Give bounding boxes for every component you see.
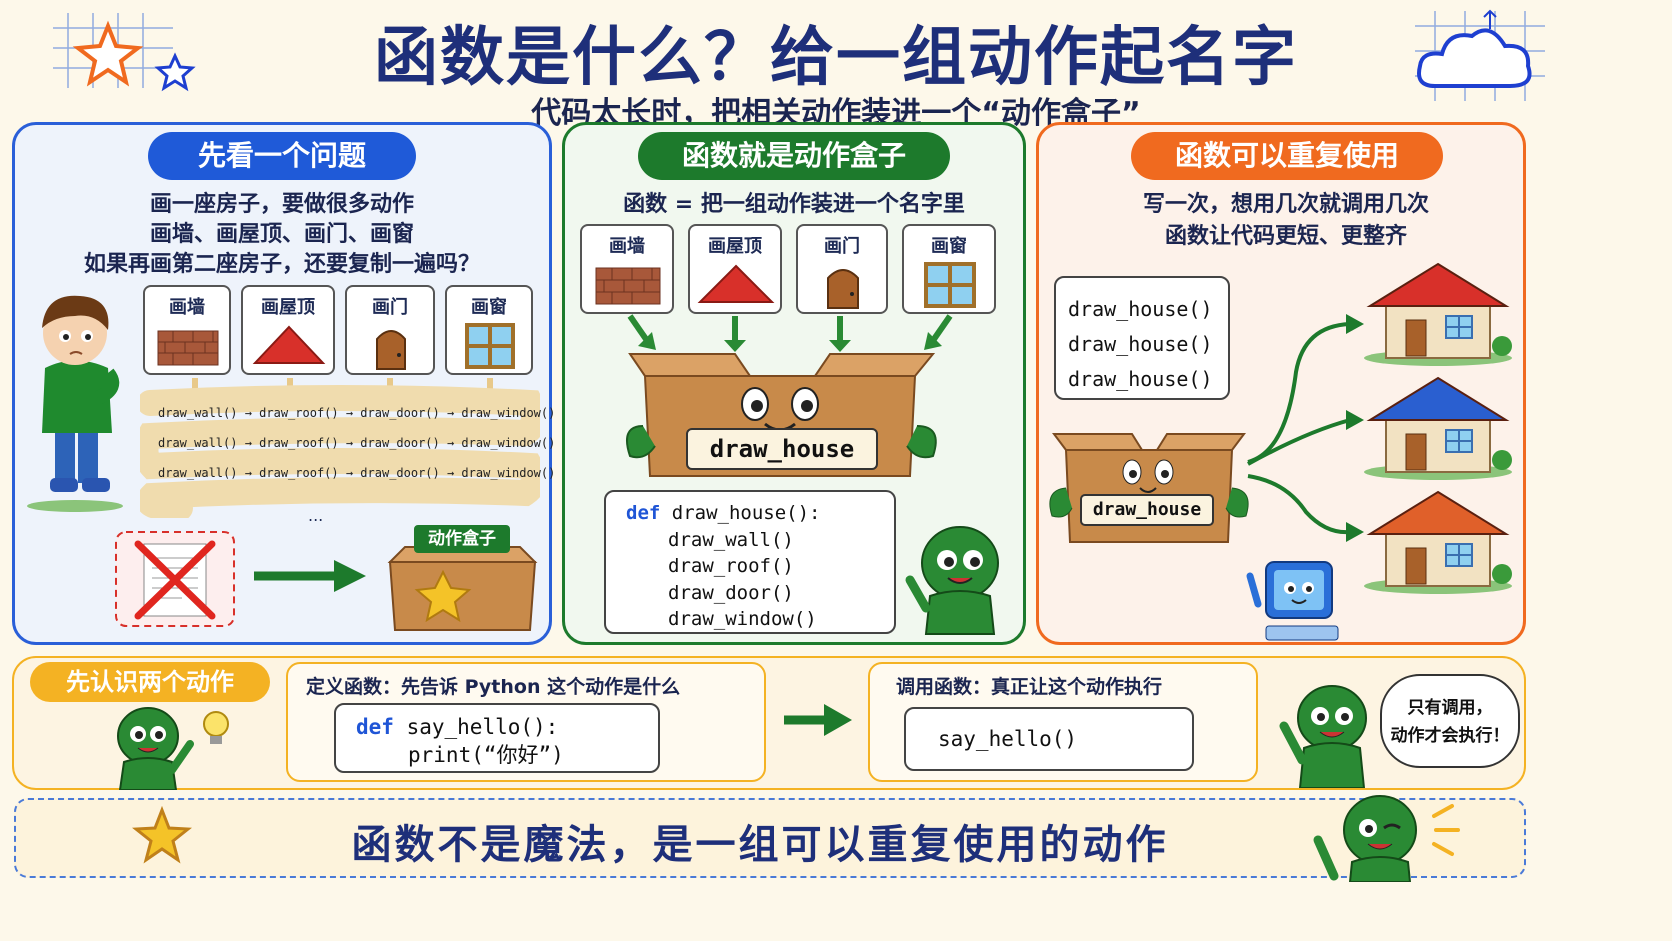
cloud-doodle-icon [1415,9,1545,101]
function-box-heading: 函数就是动作盒子 [638,132,950,180]
mascot-with-lightbulb [117,707,229,790]
chain-row-1: draw_wall() → draw_roof() → draw_door() … [158,406,556,420]
star-icon [132,806,192,864]
brick-wall-icon [595,267,661,305]
card-draw-wall: 画墙 [143,285,231,375]
problem-heading: 先看一个问题 [148,132,416,180]
computer-mascot [1246,561,1339,641]
action-box-tag: 动作盒子 [414,525,510,553]
down-arrows [627,314,953,352]
arrow-right-icon [784,704,852,736]
chain-row-2: draw_wall() → draw_roof() → draw_door() … [158,436,556,450]
tangled-code-rope [140,378,540,518]
reuse-line-2: 函数让代码更短、更整齐 [1164,224,1407,249]
arrow-right-icon [254,560,366,592]
crossed-out-paper-icon [115,531,235,627]
brick-wall-icon [157,330,219,366]
call-list: draw_house() draw_house() draw_house() [1054,276,1230,400]
mascot-winking [1313,795,1460,882]
small-box-mascot [1049,433,1249,543]
window-icon [924,262,976,308]
card-draw-door: 画门 [345,285,435,375]
box-card-draw-roof: 画屋顶 [688,224,782,314]
roof-icon [252,325,326,364]
problem-line-1: 画一座房子，要做很多动作 [149,192,414,217]
problem-line-2: 画墙、画屋顶、画门、画窗 [149,222,414,247]
box-card-draw-window: 画窗 [902,224,996,314]
window-icon [465,323,515,369]
draw-house-code-block: def draw_house(): draw_wall() draw_roof(… [604,490,896,634]
speech-bubble: 只有调用， 动作才会执行！ [1380,674,1520,768]
reuse-line-1: 写一次，想用几次就调用几次 [1142,192,1429,217]
small-box-label: draw_house [1080,494,1214,526]
door-icon [827,269,859,309]
door-icon [376,330,406,370]
box-card-draw-door: 画门 [796,224,888,314]
house-icon [1364,490,1512,594]
chain-ellipsis: ... [308,506,324,525]
mascot-thumbs-up [1279,685,1367,788]
roof-icon [697,264,775,303]
reuse-heading: 函数可以重复使用 [1131,132,1443,180]
draw-house-box-label: draw_house [686,428,878,470]
function-formula: 函数 = 把一组动作装进一个名字里 [623,192,965,217]
star-doodle-icon [53,13,196,92]
card-draw-window: 画窗 [445,285,533,375]
call-line-1: draw_house() [1068,297,1213,321]
thinking-boy-illustration [27,295,123,512]
card-draw-roof: 画屋顶 [241,285,335,375]
call-code-block: say_hello() [904,707,1194,771]
define-function-heading: 定义函数：先告诉 Python 这个动作是什么 [306,676,681,698]
branch-arrows [1247,314,1364,542]
summary-banner [14,798,1526,878]
two-actions-tag: 先认识两个动作 [30,662,270,702]
page-title: 函数是什么？给一组动作起名字 [374,21,1298,95]
call-line-2: draw_house() [1068,332,1213,356]
house-icon [1364,262,1512,366]
green-mascot-pointing [905,526,999,635]
summary-text: 函数不是魔法，是一组可以重复使用的动作 [351,822,1169,868]
call-function-heading: 调用函数：真正让这个动作执行 [896,676,1163,698]
define-code-block: def say_hello(): print(“你好”) [334,703,660,773]
problem-line-3: 如果再画第二座房子，还要复制一遍吗？ [83,252,480,277]
box-card-draw-wall: 画墙 [580,224,674,314]
call-line-3: draw_house() [1068,367,1213,391]
house-icon [1364,376,1512,480]
chain-row-3: draw_wall() → draw_roof() → draw_door() … [158,466,556,480]
